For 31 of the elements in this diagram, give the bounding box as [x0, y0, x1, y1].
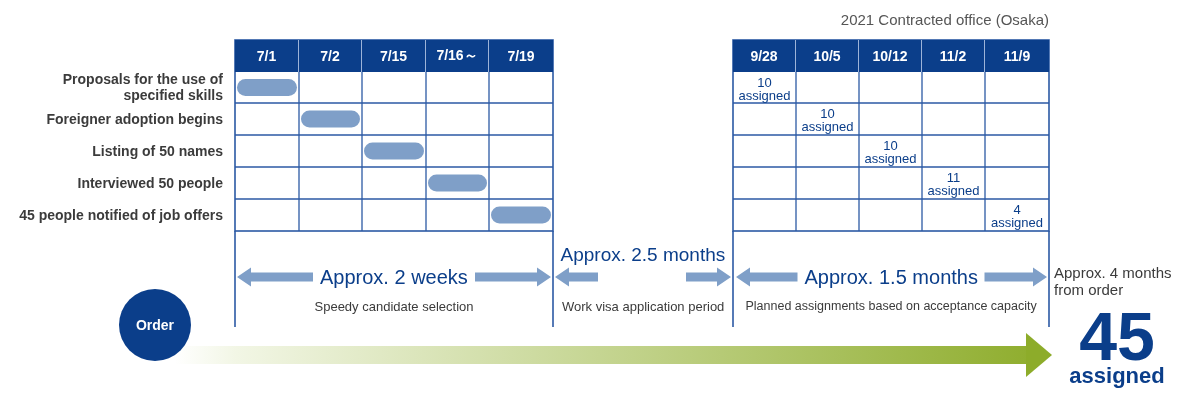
table-title: 2021 Contracted office (Osaka)	[840, 11, 1049, 28]
assignment-count: 10 assigned	[801, 107, 854, 133]
row-label: 45 people notified of job offers	[19, 206, 223, 224]
column-header: 9/28	[733, 40, 796, 72]
column-header: 7/19	[489, 40, 553, 72]
assignment-count: 10 assigned	[864, 139, 917, 165]
period-caption: Speedy candidate selection	[314, 298, 474, 314]
duration-label: Approx. 2.5 months	[560, 244, 726, 266]
column-header: 7/2	[299, 40, 362, 72]
column-header: 7/1	[235, 40, 299, 72]
assignment-count: 11 assigned	[927, 171, 980, 197]
row-label: Interviewed 50 people	[77, 174, 223, 192]
assignment-count: 10 assigned	[738, 75, 791, 102]
duration-label: Approx. 2 weeks	[320, 266, 468, 288]
row-label: Listing of 50 names	[92, 142, 223, 160]
result-number: 45	[1079, 306, 1155, 366]
column-header: 10/5	[796, 40, 859, 72]
period-caption: Planned assignments based on acceptance capacity	[745, 299, 1037, 313]
column-header: 7/15	[362, 40, 426, 72]
column-header: 11/2	[922, 40, 985, 72]
duration-label: Approx. 1.5 months	[804, 266, 978, 288]
start-circle: Order	[119, 289, 191, 361]
duration-note: Approx. 4 months from order	[1054, 265, 1173, 299]
row-label: Proposals for the use of specified skills	[61, 70, 223, 105]
row-label: Foreigner adoption begins	[46, 110, 223, 128]
column-header: 11/9	[985, 40, 1049, 72]
result-caption: assigned	[1069, 365, 1165, 388]
assignment-count: 4 assigned	[991, 203, 1044, 229]
period-caption: Work visa application period	[562, 298, 725, 314]
column-header: 7/16～	[426, 40, 489, 72]
column-header: 10/12	[859, 40, 922, 72]
